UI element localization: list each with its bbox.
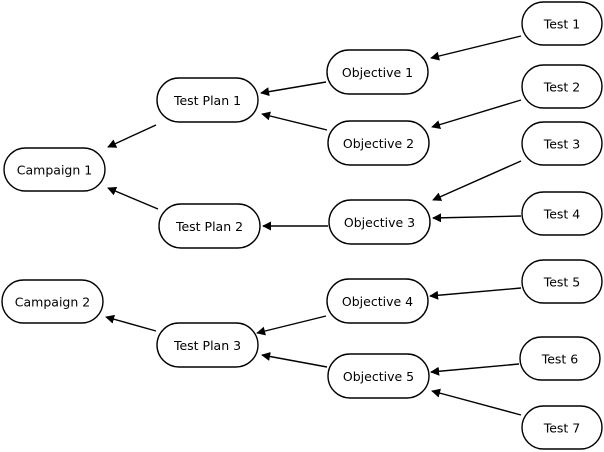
- edge-test-plan-3-to-campaign-2: [105, 314, 157, 332]
- node-test-5-shape: [521, 259, 603, 304]
- edge-objective-4-to-test-plan-3: [256, 315, 327, 336]
- node-objective-5-shape: [327, 353, 430, 399]
- node-test-3: Test 3: [521, 121, 603, 166]
- edge-test-5-to-objective-4: [429, 287, 522, 300]
- node-test-3-shape: [521, 121, 603, 166]
- node-test-5-label: Test 5: [543, 275, 581, 290]
- node-objective-5-label: Objective 5: [343, 369, 414, 384]
- edge-test-plan-2-to-campaign-1: [107, 186, 159, 210]
- node-test-plan-1-shape: [156, 77, 259, 123]
- node-objective-4-shape: [326, 278, 429, 324]
- edge-objective-1-to-test-plan-1: [260, 81, 327, 97]
- edge-objective-2-to-test-plan-1: [261, 111, 328, 131]
- node-objective-5: Objective 5: [327, 353, 430, 399]
- node-test-3-label: Test 3: [543, 137, 581, 152]
- node-test-plan-2-label: Test Plan 2: [175, 219, 243, 234]
- node-test-2-label: Test 2: [543, 80, 581, 95]
- node-objective-4-label: Objective 4: [342, 294, 413, 309]
- edge-test-4-to-objective-3: [432, 213, 522, 223]
- node-test-4-shape: [521, 191, 603, 236]
- edge-objective-5-to-test-plan-3: [261, 352, 328, 368]
- node-objective-4: Objective 4: [326, 278, 429, 324]
- node-test-1-label: Test 1: [543, 17, 581, 32]
- edge-test-2-to-objective-2: [431, 99, 522, 129]
- node-campaign-2-label: Campaign 2: [15, 295, 90, 310]
- node-objective-3-label: Objective 3: [344, 215, 415, 230]
- node-test-plan-3: Test Plan 3: [156, 322, 259, 368]
- node-test-1-shape: [521, 1, 603, 46]
- node-campaign-2: Campaign 2: [1, 279, 104, 324]
- node-campaign-1-shape: [3, 147, 106, 192]
- node-test-4-label: Test 4: [543, 207, 581, 222]
- node-test-plan-1-label: Test Plan 1: [173, 93, 241, 108]
- node-test-6-shape: [519, 336, 601, 381]
- node-test-2-shape: [521, 64, 603, 109]
- node-campaign-2-shape: [1, 279, 104, 324]
- node-test-plan-2-shape: [158, 203, 261, 249]
- edge-test-7-to-objective-5: [431, 388, 522, 416]
- node-objective-2-shape: [327, 120, 430, 166]
- node-test-plan-3-label: Test Plan 3: [173, 338, 241, 353]
- edge-test-1-to-objective-1: [430, 35, 522, 61]
- node-test-4: Test 4: [521, 191, 603, 236]
- node-objective-1-shape: [326, 49, 429, 95]
- edges: [105, 35, 522, 416]
- node-test-7: Test 7: [521, 405, 603, 450]
- node-objective-1-label: Objective 1: [342, 65, 413, 80]
- node-test-5: Test 5: [521, 259, 603, 304]
- node-test-1: Test 1: [521, 1, 603, 46]
- node-test-2: Test 2: [521, 64, 603, 109]
- edge-test-6-to-objective-5: [430, 363, 520, 376]
- node-objective-3-shape: [328, 199, 431, 245]
- node-objective-2: Objective 2: [327, 120, 430, 166]
- node-test-6: Test 6: [519, 336, 601, 381]
- node-test-7-label: Test 7: [543, 421, 581, 436]
- node-test-7-shape: [521, 405, 603, 450]
- node-test-plan-3-shape: [156, 322, 259, 368]
- edge-test-plan-1-to-campaign-1: [107, 124, 157, 148]
- node-test-plan-2: Test Plan 2: [158, 203, 261, 249]
- node-campaign-1-label: Campaign 1: [17, 163, 92, 178]
- node-objective-2-label: Objective 2: [343, 136, 414, 151]
- node-objective-3: Objective 3: [328, 199, 431, 245]
- node-test-6-label: Test 6: [541, 352, 579, 367]
- node-campaign-1: Campaign 1: [3, 147, 106, 192]
- node-objective-1: Objective 1: [326, 49, 429, 95]
- node-test-plan-1: Test Plan 1: [156, 77, 259, 123]
- edge-test-3-to-objective-3: [432, 160, 522, 201]
